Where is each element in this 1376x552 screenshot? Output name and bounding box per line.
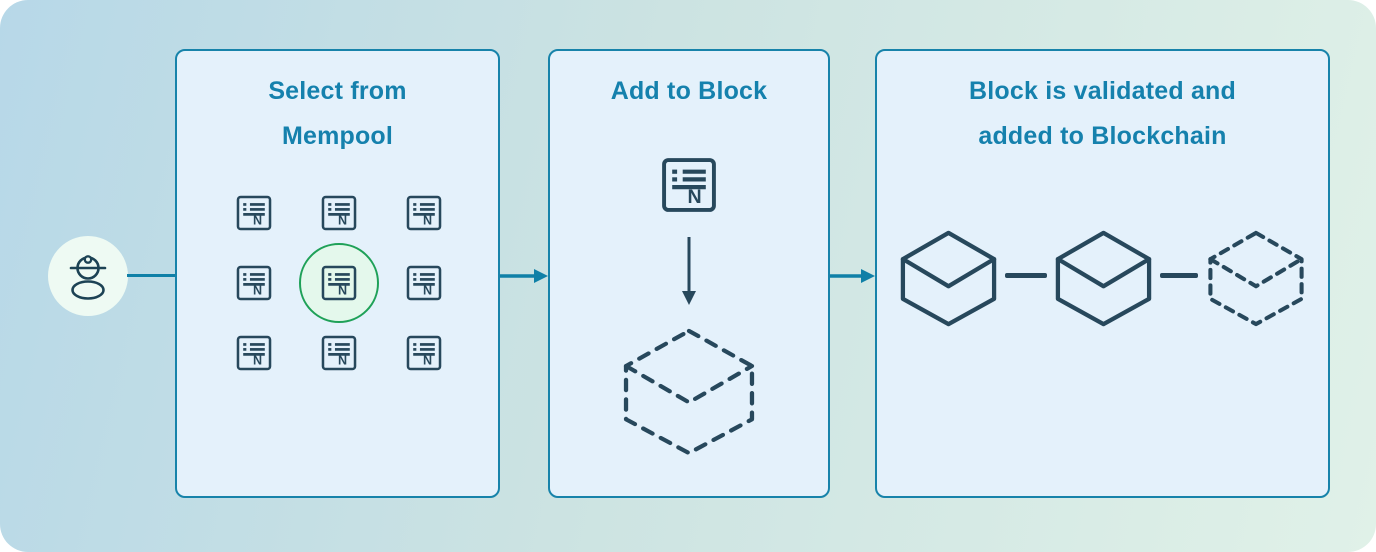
panel-add-to-block-title: Add to Block [550, 69, 828, 114]
transaction-icon: N [321, 195, 357, 231]
panel-blockchain: Block is validated and added to Blockcha… [875, 49, 1330, 498]
block-icon-solid [900, 230, 996, 327]
panel-mempool: Select from Mempool N N [175, 49, 500, 498]
transaction-icon: N [236, 265, 272, 301]
transaction-icon: N [406, 265, 442, 301]
transaction-label: N [253, 214, 262, 228]
title-line: Select from [268, 77, 407, 105]
transaction-icon-large: N [662, 158, 716, 212]
blockchain-row [877, 230, 1328, 327]
pending-block-icon [623, 328, 755, 456]
panel-blockchain-title: Block is validated and added to Blockcha… [877, 69, 1328, 159]
title-line: Block is validated and [969, 77, 1236, 105]
miner-connector-line [127, 274, 175, 278]
transaction-icon: N [321, 335, 357, 371]
block-icon-dashed [1207, 230, 1304, 327]
transaction-label: N [423, 354, 432, 368]
transaction-label: N [338, 354, 347, 368]
title-line: Add to Block [610, 77, 768, 105]
chain-link [1004, 273, 1047, 278]
miner-icon [69, 255, 107, 300]
transaction-icon-selected: N [299, 243, 379, 323]
transaction-label: N [423, 284, 432, 298]
transaction-label: N [688, 186, 702, 208]
transaction-icon: N [236, 335, 272, 371]
transaction-label: N [338, 284, 347, 298]
panel-add-to-block: Add to Block N [548, 49, 830, 498]
arrow-right-2 [829, 269, 875, 283]
title-line: Mempool [281, 122, 394, 150]
miner-avatar [48, 236, 128, 316]
title-line: added to Blockchain [978, 122, 1227, 150]
chain-link [1159, 273, 1198, 278]
transaction-label: N [423, 214, 432, 228]
transaction-label: N [253, 354, 262, 368]
transaction-icon: N [406, 335, 442, 371]
mempool-transaction-grid: N N N [236, 195, 442, 371]
block-icon-solid [1055, 230, 1151, 327]
panel-mempool-title: Select from Mempool [177, 69, 498, 159]
arrow-down [682, 237, 696, 305]
transaction-icon: N [236, 195, 272, 231]
transaction-label: N [338, 214, 347, 228]
transaction-icon: N [406, 195, 442, 231]
arrow-right-1 [499, 269, 548, 283]
transaction-label: N [253, 284, 262, 298]
